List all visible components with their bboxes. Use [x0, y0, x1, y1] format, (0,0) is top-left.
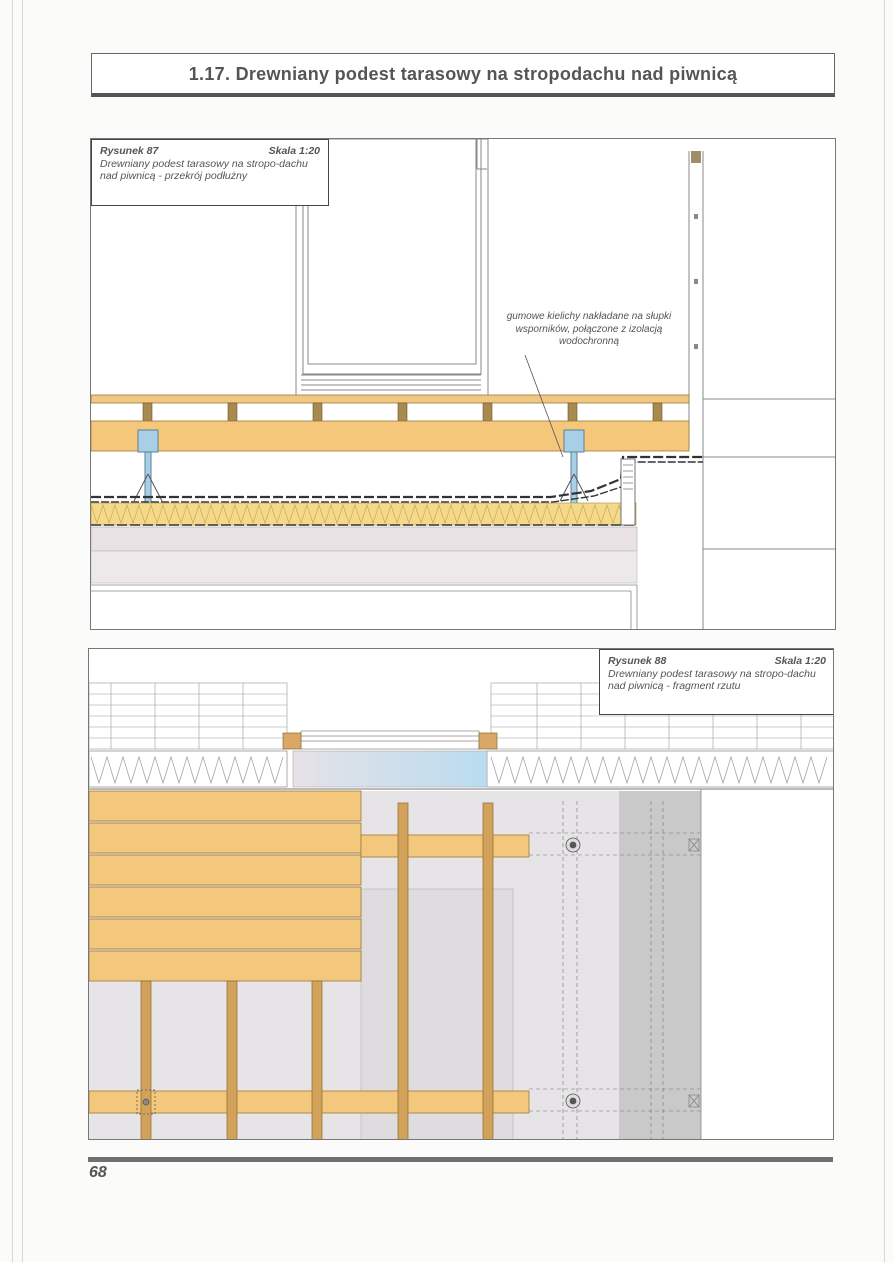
figure-88-plan-view: Rysunek 88 Skala 1:20 Drewniany podest t… [88, 648, 834, 1140]
cross-section-drawing [91, 139, 835, 629]
insulation-layer [91, 502, 637, 526]
wall-upstand [620, 458, 636, 526]
section-title: 1.17. Drewniany podest tarasowy na strop… [188, 64, 738, 84]
right-wall [688, 151, 835, 629]
threshold-membrane [292, 750, 488, 788]
decking-board [91, 394, 690, 404]
figure-87-scale: Skala 1:20 [268, 145, 320, 157]
waterproofing-layers [91, 455, 703, 503]
joist-upper [360, 834, 530, 858]
decking-boards [89, 790, 362, 982]
figure-88-description: Drewniany podest tarasowy na stropo-dach… [608, 667, 816, 693]
pedestal-marker [136, 837, 581, 1115]
figure-87-caption: Rysunek 87 Skala 1:20 Drewniany podest t… [91, 139, 329, 206]
figure-87-description: Drewniany podest tarasowy na stropo-dach… [100, 157, 308, 183]
vertical-battens [140, 802, 494, 1139]
page-edge-line [12, 0, 13, 1262]
brick-wall-left [89, 682, 288, 750]
pedestal-annotation: gumowe kielichy nakładane na słupki wspo… [506, 311, 672, 347]
joist-lower [89, 1090, 530, 1114]
door-threshold [282, 730, 498, 750]
concrete-slab [91, 526, 638, 552]
insulation-hatch [91, 503, 632, 525]
page-edge-line [884, 0, 885, 1262]
annotation-leader [524, 354, 564, 458]
figure-88-caption: Rysunek 88 Skala 1:20 Drewniany podest t… [599, 649, 833, 715]
joist [91, 420, 690, 452]
figure-88-number: Rysunek 88 [608, 655, 667, 667]
battens [142, 402, 663, 422]
figure-88-scale: Skala 1:20 [774, 655, 826, 667]
figure-87-number: Rysunek 87 [100, 145, 159, 157]
section-title-box: 1.17. Drewniany podest tarasowy na strop… [91, 53, 835, 97]
page-number: 68 [89, 1164, 107, 1181]
insulation-band-left [89, 750, 288, 788]
figure-87-cross-section: Rysunek 87 Skala 1:20 Drewniany podest t… [90, 138, 836, 630]
page-edge-line [22, 0, 23, 1262]
wall-section [619, 791, 701, 1139]
pedestal-support-right [559, 429, 589, 525]
plan-view-drawing [89, 682, 833, 1139]
pedestal-support-left [133, 429, 163, 525]
ceiling-layer [91, 550, 638, 584]
footer-rule [88, 1157, 833, 1162]
